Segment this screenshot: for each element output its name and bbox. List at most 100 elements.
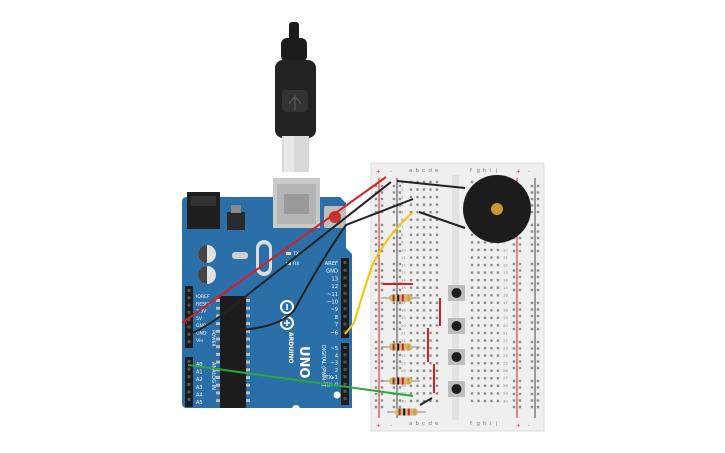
rail-hole[interactable] — [374, 249, 378, 253]
breadboard-hole[interactable] — [477, 354, 480, 357]
rail-hole[interactable] — [398, 288, 402, 292]
rail-hole[interactable] — [392, 236, 396, 240]
breadboard-hole[interactable] — [429, 203, 432, 206]
rail-hole[interactable] — [518, 308, 522, 311]
breadboard-hole[interactable] — [435, 233, 439, 237]
pushbutton[interactable] — [448, 318, 465, 334]
rail-hole[interactable] — [536, 197, 540, 201]
header-pin[interactable] — [343, 330, 347, 334]
rail-hole[interactable] — [518, 353, 522, 357]
breadboard-hole[interactable] — [429, 294, 432, 297]
breadboard-hole[interactable] — [409, 316, 413, 320]
header-pin[interactable] — [343, 382, 347, 386]
breadboard-hole[interactable] — [422, 226, 426, 229]
breadboard-hole[interactable] — [422, 316, 426, 320]
breadboard-hole[interactable] — [496, 263, 500, 267]
breadboard-hole[interactable] — [409, 286, 413, 289]
breadboard-hole[interactable] — [422, 309, 426, 312]
rail-hole[interactable] — [398, 243, 402, 246]
rail-hole[interactable] — [392, 327, 396, 331]
rail-hole[interactable] — [512, 386, 516, 389]
rail-hole[interactable] — [380, 301, 384, 305]
rail-hole[interactable] — [518, 321, 522, 324]
breadboard-hole[interactable] — [429, 369, 432, 372]
rail-hole[interactable] — [530, 184, 534, 188]
breadboard-hole[interactable] — [422, 203, 426, 206]
breadboard-hole[interactable] — [416, 218, 419, 221]
header-pin[interactable] — [187, 310, 191, 314]
breadboard-hole[interactable] — [409, 278, 413, 282]
breadboard-hole[interactable] — [490, 339, 493, 342]
rail-hole[interactable] — [530, 327, 534, 331]
rail-hole[interactable] — [512, 392, 516, 396]
breadboard-hole[interactable] — [483, 354, 487, 357]
breadboard-hole[interactable] — [477, 271, 480, 274]
rail-hole[interactable] — [530, 308, 534, 311]
breadboard-hole[interactable] — [483, 384, 487, 388]
breadboard-hole[interactable] — [422, 271, 426, 274]
breadboard-hole[interactable] — [470, 294, 474, 297]
breadboard-hole[interactable] — [470, 309, 474, 312]
breadboard-hole[interactable] — [416, 377, 419, 380]
breadboard-hole[interactable] — [470, 399, 474, 403]
breadboard-hole[interactable] — [483, 278, 487, 282]
breadboard-hole[interactable] — [470, 316, 474, 320]
rail-hole[interactable] — [512, 327, 516, 331]
rail-hole[interactable] — [536, 275, 540, 279]
rail-hole[interactable] — [380, 191, 384, 194]
rail-hole[interactable] — [518, 243, 522, 246]
breadboard-hole[interactable] — [477, 256, 480, 259]
breadboard-hole[interactable] — [435, 377, 439, 380]
breadboard-hole[interactable] — [429, 241, 432, 244]
rail-hole[interactable] — [530, 282, 534, 285]
rail-hole[interactable] — [530, 223, 534, 227]
breadboard-hole[interactable] — [470, 271, 474, 274]
rail-hole[interactable] — [380, 243, 384, 246]
pushbutton[interactable] — [448, 285, 465, 301]
rail-hole[interactable] — [512, 340, 516, 344]
breadboard-hole[interactable] — [429, 195, 432, 199]
breadboard-hole[interactable] — [470, 301, 474, 304]
header-pin[interactable] — [187, 325, 191, 329]
rail-hole[interactable] — [392, 399, 396, 402]
rail-hole[interactable] — [380, 230, 384, 233]
breadboard-hole[interactable] — [409, 248, 413, 252]
rail-hole[interactable] — [536, 399, 540, 402]
breadboard-hole[interactable] — [422, 218, 426, 221]
rail-hole[interactable] — [392, 340, 396, 344]
breadboard-hole[interactable] — [435, 301, 439, 304]
breadboard-hole[interactable] — [435, 286, 439, 289]
breadboard-hole[interactable] — [429, 339, 432, 342]
rail-hole[interactable] — [392, 314, 396, 318]
breadboard-hole[interactable] — [416, 362, 419, 365]
rail-hole[interactable] — [374, 399, 378, 402]
breadboard-hole[interactable] — [409, 271, 413, 274]
wire-red-5v[interactable] — [181, 176, 387, 324]
breadboard-hole[interactable] — [435, 346, 439, 350]
wire-black-gnd[interactable] — [189, 181, 392, 335]
breadboard-hole[interactable] — [435, 248, 439, 252]
header-pin[interactable] — [343, 353, 347, 357]
rail-hole[interactable] — [380, 392, 384, 396]
rail-hole[interactable] — [518, 236, 522, 240]
rail-hole[interactable] — [392, 184, 396, 188]
rail-hole[interactable] — [512, 321, 516, 324]
rail-hole[interactable] — [398, 230, 402, 233]
pushbutton[interactable] — [448, 349, 465, 365]
rail-hole[interactable] — [380, 282, 384, 285]
rail-hole[interactable] — [380, 288, 384, 292]
rail-hole[interactable] — [392, 269, 396, 272]
rail-hole[interactable] — [398, 353, 402, 357]
breadboard-hole[interactable] — [496, 392, 500, 395]
rail-hole[interactable] — [536, 347, 540, 350]
rail-hole[interactable] — [374, 197, 378, 201]
breadboard-hole[interactable] — [490, 278, 493, 282]
breadboard-hole[interactable] — [429, 377, 432, 380]
rail-hole[interactable] — [530, 366, 534, 370]
rail-hole[interactable] — [518, 249, 522, 253]
resistor[interactable] — [381, 343, 420, 351]
rail-hole[interactable] — [380, 223, 384, 227]
rail-hole[interactable] — [518, 275, 522, 279]
rail-hole[interactable] — [536, 392, 540, 396]
breadboard-hole[interactable] — [416, 256, 419, 259]
